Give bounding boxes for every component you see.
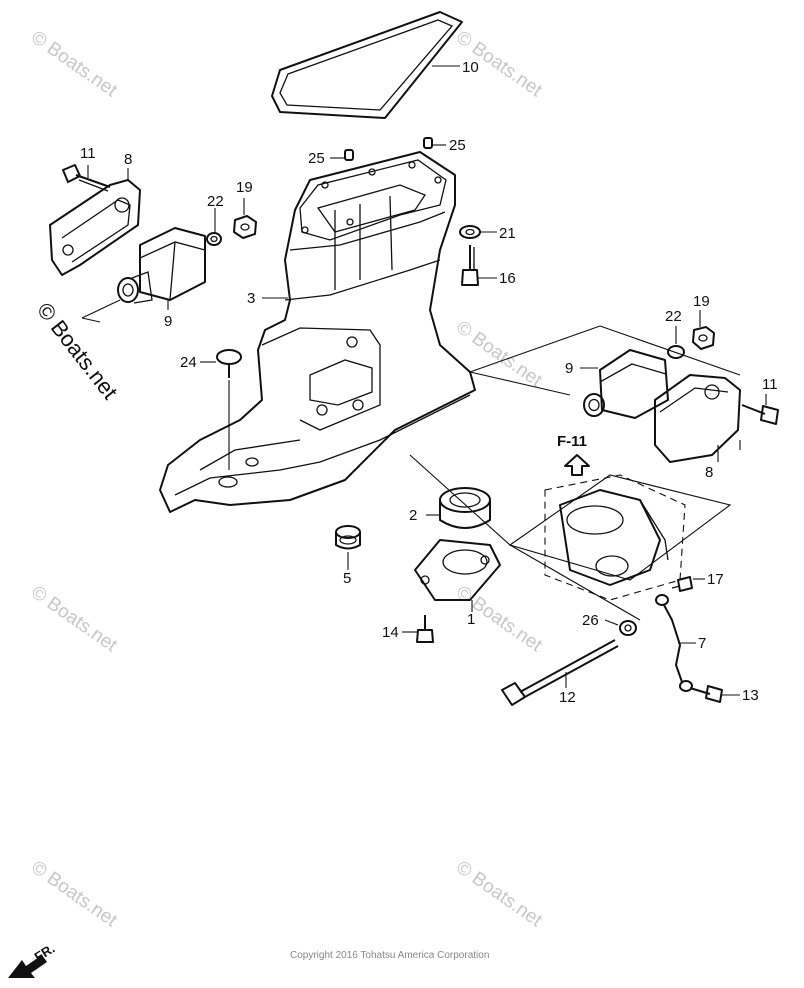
drive-shaft-housing <box>159 151 476 513</box>
watermark: © Boats.net <box>27 582 121 657</box>
watermark: © Boats.net <box>452 317 546 392</box>
bolt-17 <box>671 576 693 592</box>
swivel-bracket <box>559 489 669 586</box>
mount-bracket-left <box>49 179 141 276</box>
seal-5 <box>335 525 361 550</box>
callout-13: 13 <box>742 687 759 704</box>
callout-3: 3 <box>247 290 255 307</box>
nut-left <box>233 215 257 239</box>
ground-strap <box>655 594 693 692</box>
reference-box <box>508 474 732 581</box>
gasket-ring <box>271 11 463 119</box>
bolt-right <box>741 404 779 425</box>
callout-7: 7 <box>698 635 706 652</box>
washer-left <box>206 232 222 246</box>
mount-bracket-right <box>654 374 741 463</box>
leader-lines <box>81 144 767 696</box>
callout-19-right: 19 <box>693 293 710 310</box>
callout-2: 2 <box>409 507 417 524</box>
bearing-2 <box>439 487 491 529</box>
washer-26 <box>619 620 637 636</box>
callout-11-right: 11 <box>762 376 778 393</box>
callout-14: 14 <box>382 624 399 641</box>
callout-8-left: 8 <box>124 151 132 168</box>
dowel-pin-left <box>344 149 354 161</box>
callout-9-left: 9 <box>164 313 172 330</box>
callout-25-left: 25 <box>308 150 325 167</box>
bolt-14 <box>416 615 434 643</box>
rubber-mount-right <box>583 349 669 419</box>
watermark: © Boats.net <box>27 857 121 932</box>
figure-ref-label: F-11 <box>557 433 587 450</box>
copyright-text: Copyright 2016 Tohatsu America Corporati… <box>290 950 489 961</box>
front-marker: FR. <box>8 941 57 978</box>
callout-25-right: 25 <box>449 137 466 154</box>
watermark: © Boats.net <box>27 27 121 102</box>
callouts: 10 11 8 19 22 9 3 25 25 21 16 24 2 5 1 1… <box>80 59 778 706</box>
callout-17: 17 <box>707 571 724 588</box>
washer-21 <box>459 225 481 239</box>
bolt-13 <box>689 685 723 703</box>
grommet-24 <box>216 349 242 378</box>
retainer-1 <box>414 539 501 601</box>
callout-12: 12 <box>559 689 576 706</box>
watermark-group: © Boats.net © Boats.net © Boats.net © Bo… <box>27 27 546 932</box>
assembly-outline <box>544 474 686 601</box>
callout-9-right: 9 <box>565 360 573 377</box>
callout-26: 26 <box>582 612 599 629</box>
watermark-main: © Boats.net <box>32 298 123 404</box>
callout-22-left: 22 <box>207 193 224 210</box>
callout-8-right: 8 <box>705 464 713 481</box>
callout-21: 21 <box>499 225 516 242</box>
washer-right <box>667 345 685 359</box>
callout-5: 5 <box>343 570 351 587</box>
watermark: © Boats.net <box>452 857 546 932</box>
callout-16: 16 <box>499 270 516 287</box>
bolt-left <box>62 164 111 192</box>
nut-right <box>692 326 715 350</box>
figure-ref-arrow <box>564 454 590 476</box>
callout-19-left: 19 <box>236 179 253 196</box>
callout-1: 1 <box>467 611 475 628</box>
dowel-pin-right <box>423 137 433 149</box>
bolt-16 <box>461 245 479 286</box>
rubber-mount-left <box>117 227 206 304</box>
callout-10: 10 <box>462 59 479 76</box>
long-bolt-12 <box>501 639 619 706</box>
callout-24: 24 <box>180 354 197 371</box>
callout-11-left: 11 <box>80 145 96 162</box>
callout-22-right: 22 <box>665 308 682 325</box>
